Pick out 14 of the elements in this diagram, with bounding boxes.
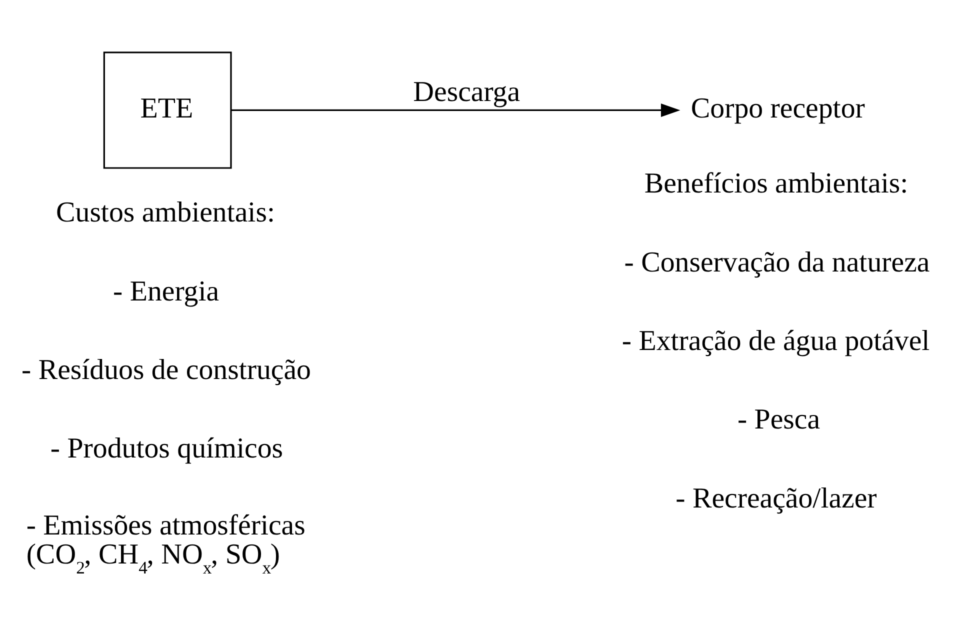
arrow bbox=[231, 103, 680, 117]
label: - Produtos químicos bbox=[50, 432, 284, 465]
label: - Resíduos de construção bbox=[22, 354, 311, 386]
edge-label: Descarga bbox=[413, 76, 520, 108]
label: - Energia bbox=[113, 275, 220, 308]
label: - Emissões atmosféricas (CO$_{2}$, CH$_{4}$, NO$_{x}$, SO$_{x}$) bbox=[26, 510, 306, 578]
node-text: Corpo receptor bbox=[690, 92, 865, 124]
label: - Recreação/lazer bbox=[676, 482, 877, 514]
label: Benefícios ambientais: bbox=[644, 168, 908, 200]
label: - Extração de água potável bbox=[622, 325, 930, 358]
node-box: ETE bbox=[103, 52, 232, 169]
label: Custos ambientais: bbox=[56, 196, 275, 229]
label: - Conservação da natureza bbox=[624, 246, 930, 278]
label: - Pesca bbox=[737, 404, 820, 436]
